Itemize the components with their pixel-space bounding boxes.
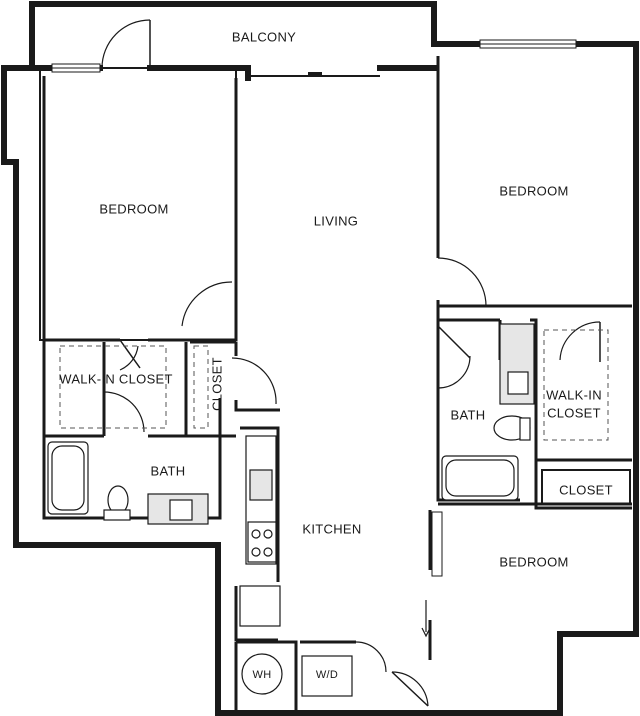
room-label-bath: BATH	[451, 407, 486, 422]
room-label-walk-in-closet: WALK-IN CLOSET	[59, 371, 173, 386]
closet-box	[541, 469, 631, 505]
closet-rod	[59, 345, 167, 429]
room-label-living: LIVING	[314, 213, 358, 228]
room-label-balcony: BALCONY	[232, 29, 296, 44]
room-label-bath: BATH	[151, 463, 186, 478]
vertical-closet	[190, 340, 236, 429]
closet-rod	[543, 329, 609, 441]
room-label-kitchen: KITCHEN	[302, 521, 361, 536]
sliding-door	[248, 72, 380, 77]
room-label-walk-in-closet-line1: WALK-IN	[546, 387, 602, 402]
label-washer-dryer: W/D	[316, 669, 338, 681]
entry-mark	[421, 600, 431, 638]
water-heater-icon	[241, 653, 283, 695]
room-label-bedroom: BEDROOM	[99, 201, 168, 216]
right-bath-fixtures	[441, 323, 535, 501]
room-label-closet: CLOSET	[209, 357, 224, 411]
kitchen-walls	[234, 400, 281, 642]
room-label-bedroom: BEDROOM	[499, 183, 568, 198]
washer-dryer-icon	[301, 655, 353, 697]
room-label-bedroom: BEDROOM	[499, 554, 568, 569]
utility-room	[234, 640, 429, 712]
label-water-heater: WH	[253, 669, 272, 681]
door-swings-left	[101, 19, 277, 433]
left-bath-fixtures	[47, 441, 209, 525]
room-label-closet: CLOSET	[559, 482, 613, 497]
room-label-walk-in-closet-line2: CLOSET	[547, 405, 601, 420]
door-swings-right	[431, 257, 601, 577]
